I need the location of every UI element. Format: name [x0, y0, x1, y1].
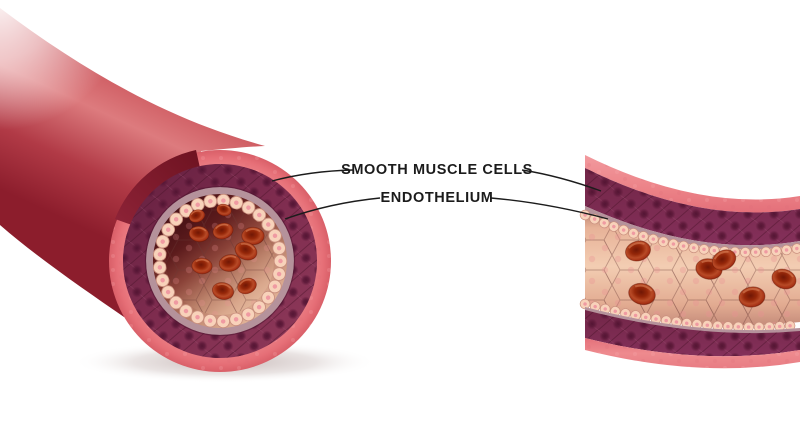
leader-line-smooth-muscle-left [271, 169, 354, 182]
endothelium-ring [152, 193, 288, 329]
longitudinal-section [579, 155, 800, 369]
label-endothelium: ENDOTHELIUM [381, 190, 494, 206]
endothelium-row-top [579, 209, 800, 258]
endothelium-row-bottom [579, 298, 800, 333]
artery-cross-section [109, 150, 331, 372]
corner-fade [0, 0, 200, 150]
leader-line-endothelium-left [284, 197, 381, 220]
label-smooth-muscle-cells: SMOOTH MUSCLE CELLS [341, 162, 533, 178]
leader-line-endothelium-right [490, 197, 609, 220]
leader-line-smooth-muscle-right [521, 169, 602, 192]
